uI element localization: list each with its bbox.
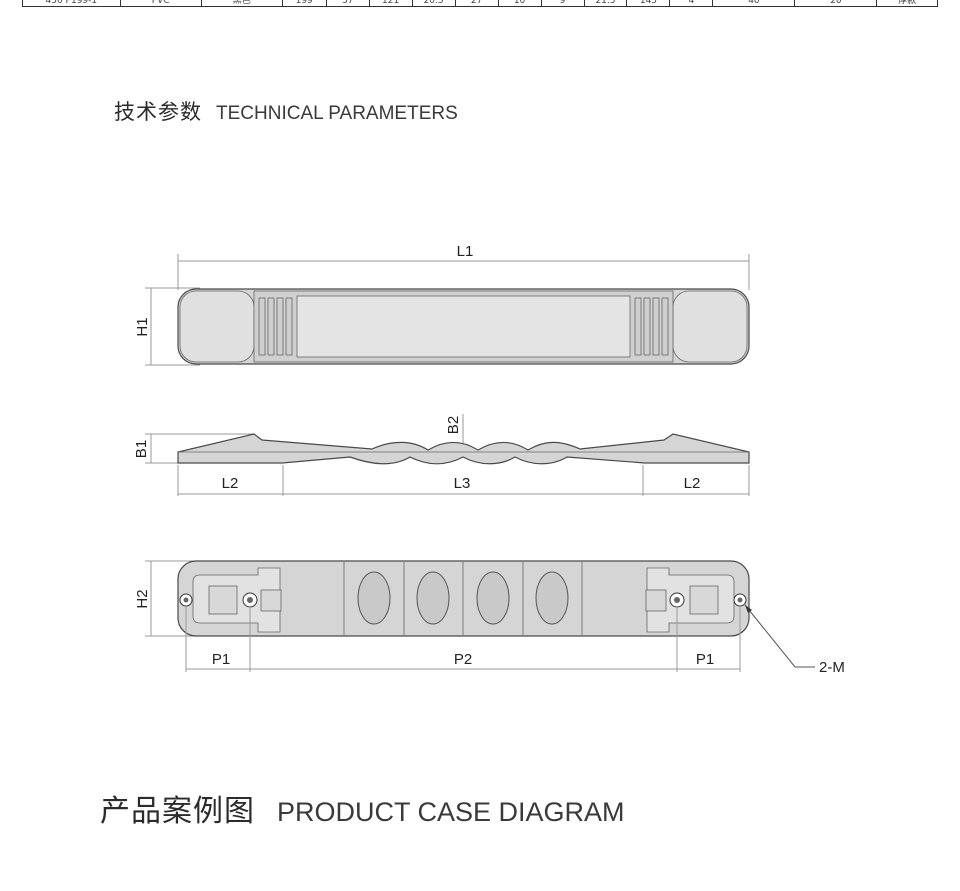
- handle-side-profile: [177, 433, 750, 465]
- label-b2: B2: [445, 416, 462, 434]
- table-cell: 145: [627, 0, 671, 6]
- handle-ribs-left: [258, 297, 293, 356]
- handle-grip-panel: [296, 295, 631, 358]
- grip-finger-recesses: [357, 571, 569, 625]
- label-l2-right: L2: [684, 475, 701, 492]
- label-h2: H2: [134, 589, 151, 608]
- table-cell: 121: [370, 0, 413, 6]
- table-cell: 9: [542, 0, 585, 6]
- hole-leader-line: [744, 604, 815, 668]
- table-cell: 10: [499, 0, 542, 6]
- table-cell: 37: [327, 0, 370, 6]
- label-b1: B1: [133, 440, 150, 458]
- table-cell: 厚款: [898, 0, 917, 6]
- label-h1: H1: [134, 317, 151, 336]
- table-cell: 黑色: [202, 0, 283, 6]
- case-heading-cn: 产品案例图: [100, 794, 255, 829]
- handle-bottom-outline: [177, 560, 750, 637]
- table-cell: 27: [456, 0, 499, 6]
- table-cell: 450 P199-1: [23, 0, 121, 6]
- table-cell: 40: [713, 0, 796, 6]
- label-l1: L1: [457, 243, 474, 260]
- mount-recess-left: [208, 585, 238, 615]
- hole-leader-arrow: [745, 605, 752, 613]
- label-l2-left: L2: [222, 475, 239, 492]
- top-view: L1 H1: [134, 243, 750, 366]
- mount-recess-right: [689, 585, 719, 615]
- handle-end-cap-left: [179, 290, 255, 363]
- mount-tab-right: [645, 589, 667, 612]
- technical-heading-cn: 技术参数: [114, 100, 202, 124]
- mount-screw-hole-centers: [183, 597, 743, 603]
- table-cell: 20: [795, 0, 878, 6]
- handle-ribs-right: [634, 297, 669, 356]
- label-l3: L3: [454, 475, 471, 492]
- handle-end-cap-right: [672, 290, 748, 363]
- table-cell: PVC: [121, 0, 202, 6]
- bottom-view: H2: [134, 560, 845, 676]
- mount-tab-left: [260, 589, 282, 612]
- table-cell: 4: [670, 0, 714, 6]
- product-case-diagram-heading: 产品案例图 PRODUCT CASE DIAGRAM: [100, 786, 625, 830]
- label-hole-2m: 2-M: [819, 659, 845, 676]
- case-heading-en: PRODUCT CASE DIAGRAM: [277, 797, 625, 827]
- technical-heading-en: TECHNICAL PARAMETERS: [216, 103, 458, 124]
- side-view: B1 B2 L2 L3 L2: [133, 414, 750, 496]
- grip-segment-dividers: [343, 562, 583, 635]
- technical-parameters-heading: 技术参数 TECHNICAL PARAMETERS: [114, 96, 458, 126]
- label-p1-left: P1: [212, 651, 230, 668]
- table-cell: 199: [283, 0, 327, 6]
- label-p1-right: P1: [696, 651, 714, 668]
- label-p2: P2: [454, 651, 472, 668]
- spec-table-row: 450 P199-1 PVC 黑色 199 37 121 20.5 27 10 …: [22, 0, 938, 7]
- table-cell: 21.5: [585, 0, 628, 6]
- table-cell: 20.5: [413, 0, 456, 6]
